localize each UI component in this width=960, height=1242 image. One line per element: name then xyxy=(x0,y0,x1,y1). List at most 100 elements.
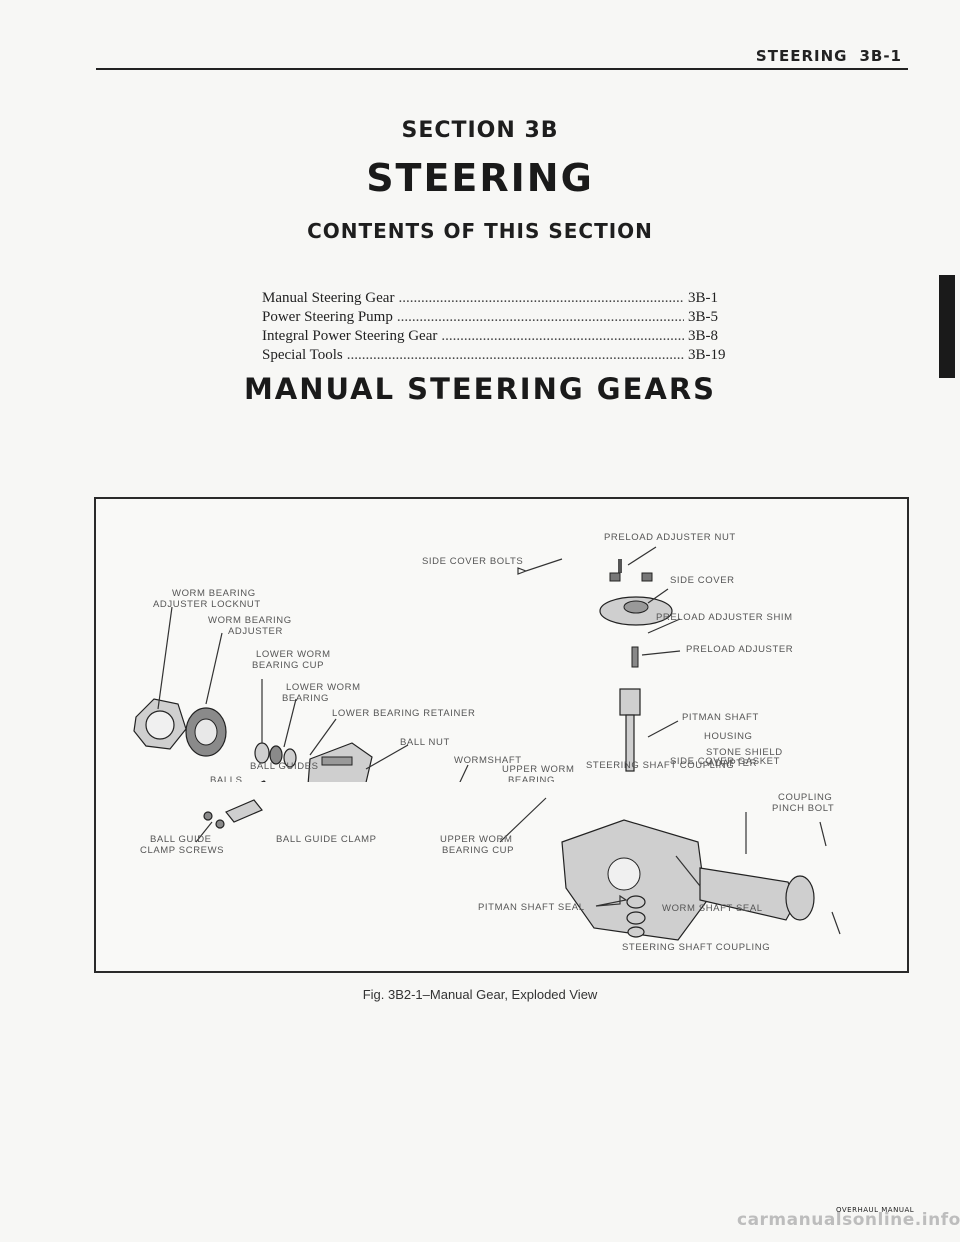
pitman-shaft-part xyxy=(619,688,641,772)
label-preload-adjuster-nut: PRELOAD ADJUSTER NUT xyxy=(604,532,736,543)
section-title: STEERING xyxy=(366,156,594,200)
toc-entry[interactable]: Integral Power Steering Gear 3B-8 xyxy=(262,328,738,347)
label-upper-worm-bearing-line2: BEARING xyxy=(508,775,555,786)
label-ball-guide-clamp: BALL GUIDE CLAMP xyxy=(276,834,377,845)
label-side-cover: SIDE COVER xyxy=(670,575,735,586)
label-steering-shaft-coupling: STEERING SHAFT COUPLING xyxy=(586,760,735,771)
exploded-view-figure: PRELOAD ADJUSTER NUT SIDE COVER BOLTS SI… xyxy=(94,497,909,786)
section-label: SECTION 3B xyxy=(401,118,559,143)
leader-ball-nut xyxy=(365,744,409,770)
label-side-cover-bolts: SIDE COVER BOLTS xyxy=(422,556,524,567)
leader-upper-cup xyxy=(499,797,547,843)
label-upper-worm-bearing-cup-line1: UPPER WORM xyxy=(440,834,513,845)
side-cover-bolts-part xyxy=(609,559,653,582)
preload-adjuster-part xyxy=(631,646,639,668)
worm-bearing-adjuster-part xyxy=(185,707,227,757)
leader-wormshaft xyxy=(459,764,469,782)
housing-part-lower xyxy=(561,819,707,941)
worm-bearing-adjuster-locknut-part xyxy=(133,698,187,750)
ball-nut-part xyxy=(307,742,373,782)
toc-leader-dots xyxy=(397,309,684,326)
label-ball-guide-clamp-screws-line2: CLAMP SCREWS xyxy=(140,845,225,856)
side-cover-part xyxy=(599,596,673,626)
table-of-contents: Manual Steering Gear 3B-1 Power Steering … xyxy=(262,290,738,366)
label-wormshaft: WORMSHAFT xyxy=(454,755,522,766)
label-steering-shaft-coupling-bottom: STEERING SHAFT COUPLING xyxy=(622,942,771,953)
toc-leader-dots xyxy=(347,347,684,364)
label-ball-guide-clamp-screws-line1: BALL GUIDE xyxy=(150,834,212,845)
exploded-view-drawing-lower xyxy=(195,797,841,941)
leader-adjuster xyxy=(205,632,223,705)
contents-title: CONTENTS OF THIS SECTION xyxy=(307,219,653,243)
toc-leader-dots xyxy=(441,328,684,345)
label-side-cover-gasket: SIDE COVER GASKET xyxy=(670,756,780,767)
label-preload-adjuster: PRELOAD ADJUSTER xyxy=(686,644,794,655)
running-head: STEERING 3B-1 xyxy=(756,47,902,65)
label-lower-worm-bearing-cup-line1: LOWER WORM xyxy=(256,649,331,660)
toc-entry-title: Integral Power Steering Gear xyxy=(262,328,438,344)
label-worm-bearing-adjuster-line2: ADJUSTER xyxy=(228,626,283,637)
label-worm-bearing-adjuster-locknut-line2: ADJUSTER LOCKNUT xyxy=(153,599,261,610)
leader-retainer xyxy=(309,718,337,756)
label-worm-bearing-adjuster-locknut-line1: WORM BEARING xyxy=(172,588,256,599)
toc-entry-page: 3B-8 xyxy=(688,328,718,344)
leader-locknut xyxy=(157,606,173,710)
label-pitman-shaft: PITMAN SHAFT xyxy=(682,712,759,723)
running-head-section: STEERING xyxy=(755,47,848,65)
label-lower-worm-bearing-line2: BEARING xyxy=(282,693,329,704)
figure-caption: Fig. 3B2-1–Manual Gear, Exploded View xyxy=(362,987,598,1002)
label-preload-adjuster-shim: PRELOAD ADJUSTER SHIM xyxy=(656,612,793,623)
leader-side-cover-bolts xyxy=(517,558,563,575)
label-upper-worm-bearing-cup-line2: BEARING CUP xyxy=(442,845,515,856)
label-lower-worm-bearing-cup-line2: BEARING CUP xyxy=(252,660,325,671)
toc-entry[interactable]: Power Steering Pump 3B-5 xyxy=(262,309,738,328)
figure-frame-lower: COUPLING PINCH BOLT BALL GUIDE CLAMP SCR… xyxy=(94,782,909,973)
label-pitman-shaft-seal: PITMAN SHAFT SEAL xyxy=(478,902,585,913)
leader-worm-seal xyxy=(675,855,701,887)
label-coupling-pinch-bolt-b: PINCH BOLT xyxy=(772,803,835,814)
leader-preload-adjuster xyxy=(641,650,681,656)
lower-worm-bearing-part xyxy=(254,742,297,768)
leader-lower-bearing xyxy=(283,698,297,748)
toc-leader-dots xyxy=(398,290,684,307)
leader-pinch-bolt xyxy=(819,821,827,847)
site-watermark: carmanualsonline.info xyxy=(737,1210,960,1230)
ball-guides-part xyxy=(260,780,266,782)
figure-labels: PRELOAD ADJUSTER NUT SIDE COVER BOLTS SI… xyxy=(96,499,907,786)
leader-shim xyxy=(647,618,681,634)
exploded-view-drawing xyxy=(133,559,673,782)
figure-labels-layer xyxy=(157,546,681,782)
label-worm-shaft-seal: WORM SHAFT SEAL xyxy=(662,903,763,914)
figure-labels-bottom: STEERING SHAFT COUPLING xyxy=(96,760,907,780)
toc-entry-page: 3B-19 xyxy=(688,347,726,363)
manual-steering-gears-heading: MANUAL STEERING GEARS xyxy=(243,372,717,406)
leader-preload-nut xyxy=(627,546,657,566)
toc-entry-page: 3B-1 xyxy=(688,290,718,306)
toc-entry[interactable]: Manual Steering Gear 3B-1 xyxy=(262,290,738,309)
figure-labels-lower-zone: COUPLING PINCH BOLT BALL GUIDE CLAMP SCR… xyxy=(96,782,907,971)
leader-side-cover xyxy=(647,588,669,604)
label-upper-worm-bearing-line1: UPPER WORM xyxy=(502,764,575,775)
figure-labels-lower-left: PINCH BOLT xyxy=(96,499,907,782)
label-worm-bearing-adjuster-line1: WORM BEARING xyxy=(208,615,292,626)
leader-pitman-seal xyxy=(595,894,628,907)
figure-labels-extra: COUPLING xyxy=(96,0,907,1)
toc-entry-title: Power Steering Pump xyxy=(262,309,393,325)
seal-parts-lower xyxy=(626,895,646,938)
leader-coupling xyxy=(831,911,841,935)
toc-entry-title: Special Tools xyxy=(262,347,343,363)
label-coupling-pinch-bolt-a: COUPLING xyxy=(778,792,833,803)
label-lower-bearing-retainer: LOWER BEARING RETAINER xyxy=(332,708,476,719)
toc-entry[interactable]: Special Tools 3B-19 xyxy=(262,347,738,366)
toc-entry-title: Manual Steering Gear xyxy=(262,290,395,306)
clamp-parts-lower xyxy=(203,799,263,829)
overhaul-manual-mark: OVERHAUL MANUAL xyxy=(836,1206,915,1214)
header-rule xyxy=(96,68,908,70)
section-edge-tab xyxy=(939,275,955,378)
coupling-part-lower xyxy=(699,867,815,921)
running-head-page: 3B-1 xyxy=(859,47,902,65)
label-ball-nut: BALL NUT xyxy=(400,737,450,748)
leader-clamp-screws xyxy=(195,821,213,843)
label-lower-worm-bearing-line1: LOWER WORM xyxy=(286,682,361,693)
toc-entry-page: 3B-5 xyxy=(688,309,718,325)
